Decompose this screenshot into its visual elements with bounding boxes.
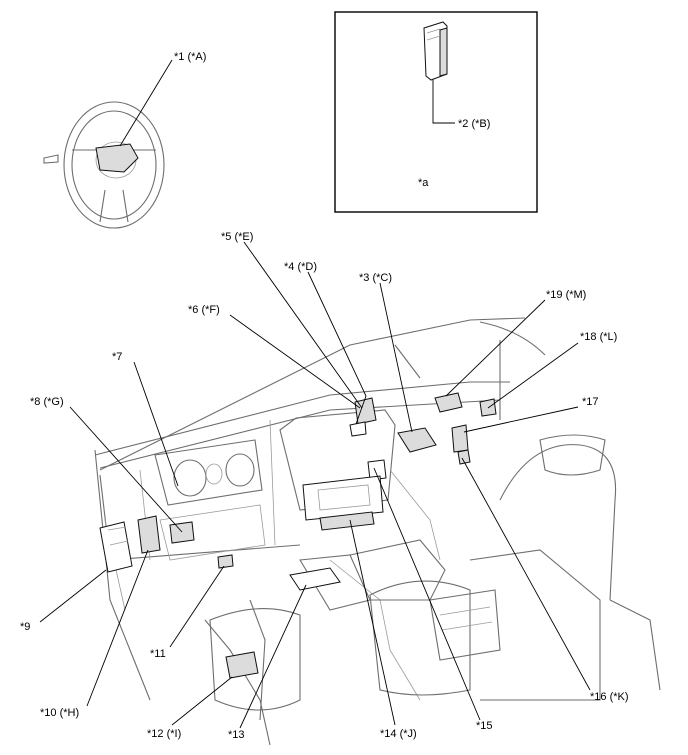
component-19 — [434, 392, 463, 413]
callout-5: *5 (*E) — [221, 231, 253, 243]
component-9 — [99, 521, 133, 573]
callout-16: *16 (*K) — [590, 691, 629, 703]
component-14 — [302, 475, 384, 521]
callout-labels: *5 (*E) *4 (*D) *3 (*C) *6 (*F) *7 *8 (*… — [20, 231, 629, 741]
component-11 — [217, 554, 234, 569]
vehicle-interior — [94, 317, 661, 746]
component-4 — [349, 421, 367, 437]
component-16 — [457, 449, 471, 465]
callout-4: *4 (*D) — [284, 261, 317, 273]
callout-18: *18 (*L) — [580, 331, 617, 343]
callout-13: *13 — [228, 729, 245, 741]
leader-2 — [432, 80, 455, 124]
component-17 — [451, 424, 469, 453]
component-15 — [319, 511, 375, 531]
callout-a: *a — [418, 177, 429, 189]
callout-14: *14 (*J) — [380, 728, 417, 740]
inset-ecu-module — [423, 21, 448, 81]
leader-lines — [39, 241, 591, 729]
callout-3: *3 (*C) — [359, 272, 392, 284]
component-12 — [225, 651, 259, 679]
callout-15: *15 — [476, 720, 493, 732]
leader-1 — [119, 59, 173, 147]
components — [99, 392, 497, 679]
steering-wheel — [43, 101, 165, 229]
component-13 — [289, 567, 341, 591]
component-3 — [397, 427, 437, 453]
component-10 — [137, 515, 161, 554]
callout-17: *17 — [582, 396, 599, 408]
callout-2: *2 (*B) — [458, 118, 490, 130]
component-5 — [354, 397, 377, 425]
callout-7: *7 — [112, 351, 122, 363]
callout-8: *8 (*G) — [30, 396, 64, 408]
component-8 — [169, 521, 195, 544]
callout-10: *10 (*H) — [40, 707, 79, 719]
component-6 — [367, 459, 387, 481]
callout-6: *6 (*F) — [188, 304, 220, 316]
callout-12: *12 (*I) — [147, 728, 181, 740]
callout-11: *11 — [150, 648, 166, 660]
callout-19: *19 (*M) — [546, 289, 586, 301]
inset-view-a: *2 (*B) *a — [334, 11, 538, 213]
callout-9: *9 — [20, 621, 30, 633]
callout-1: *1 (*A) — [174, 51, 206, 63]
